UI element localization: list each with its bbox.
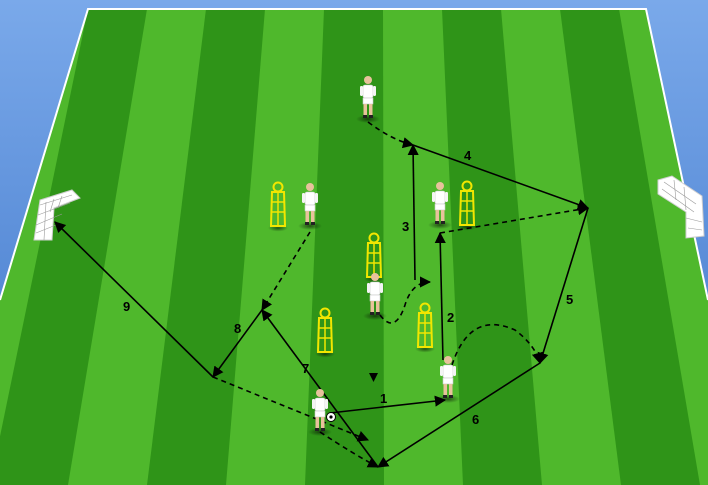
step-label-8: 8 xyxy=(234,321,241,336)
step-label-6: 6 xyxy=(472,412,479,427)
step-label-4: 4 xyxy=(464,148,472,163)
step-label-7: 7 xyxy=(302,361,309,376)
step-label-1: 1 xyxy=(380,391,387,406)
ball-icon xyxy=(327,413,336,422)
step-label-2: 2 xyxy=(447,310,454,325)
step-label-9: 9 xyxy=(123,299,130,314)
step-label-5: 5 xyxy=(566,292,573,307)
step-label-3: 3 xyxy=(402,219,409,234)
